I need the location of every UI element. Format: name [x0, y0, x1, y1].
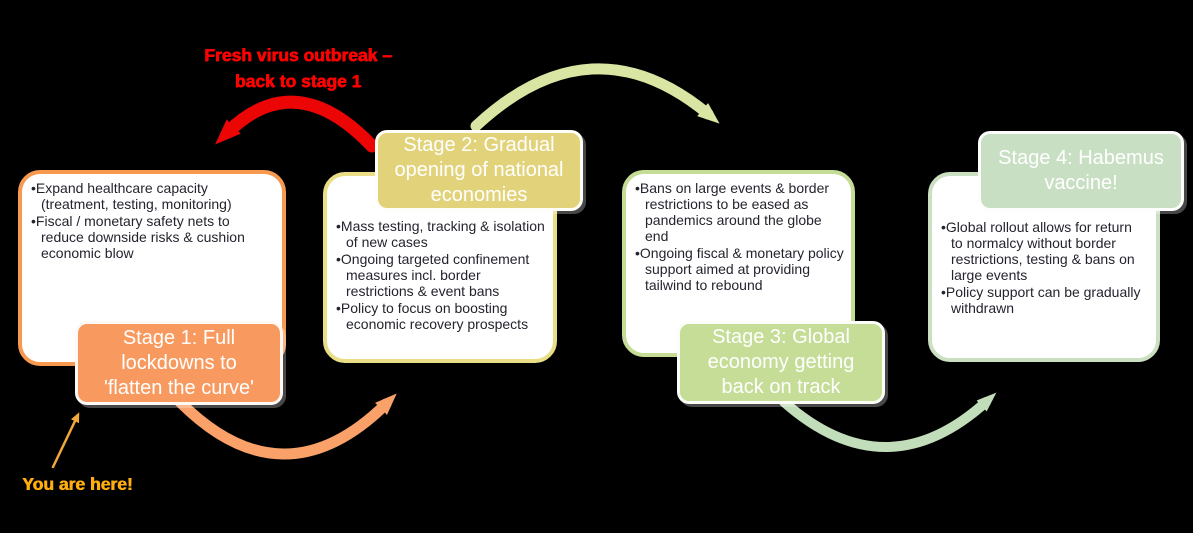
stage-2-badge-line: economies	[430, 184, 528, 206]
stage-4-bullet: Policy support can be gradually withdraw…	[941, 284, 1146, 317]
stage-2-badge-line: opening of national	[394, 159, 564, 181]
outbreak-note-line: back to stage 1	[234, 71, 362, 91]
outbreak-note: Fresh virus outbreak – back to stage 1	[182, 42, 414, 94]
stage-1-badge-line: lockdowns to	[121, 351, 237, 374]
stage-1-badge: Stage 1: Full lockdowns to 'flatten the …	[75, 321, 283, 405]
arrow-stage2-to-stage3	[470, 63, 720, 132]
stage-4-bullet: Global rollout allows for return to norm…	[941, 219, 1146, 284]
stage-4-badge-line: Stage 4: Habemus	[998, 147, 1164, 169]
stage-2-badge: Stage 2: Gradual opening of national eco…	[375, 130, 583, 211]
arrow-stage3-to-stage4	[779, 392, 997, 452]
stage-2-card: Mass testing, tracking & isolation of ne…	[323, 172, 557, 363]
stage-2-bullet: Mass testing, tracking & isolation of ne…	[336, 218, 549, 251]
stage-1-bullet-list: Expand healthcare capacity (treatment, t…	[22, 174, 282, 262]
stage-3-bullet: Bans on large events & border restrictio…	[635, 180, 845, 245]
stage-2-badge-line: Stage 2: Gradual	[403, 134, 555, 156]
stage-1-bullet: Fiscal / monetary safety nets to reduce …	[31, 213, 262, 262]
stage-1-badge-line: Stage 1: Full	[122, 326, 236, 349]
stage-3-bullet: Ongoing fiscal & monetary policy support…	[635, 245, 845, 294]
stage-3-badge-line: back on track	[721, 376, 841, 398]
stage-4-bullet-list: Global rollout allows for return to norm…	[932, 176, 1156, 317]
arrow-back-to-stage1	[215, 95, 379, 153]
stage-2-bullet: Ongoing targeted confinement measures in…	[336, 251, 549, 300]
stage-2-bullet: Policy to focus on boosting economic rec…	[336, 300, 549, 333]
stage-1-badge-line: 'flatten the curve'	[104, 376, 254, 399]
stage-4-badge: Stage 4: Habemus vaccine!	[978, 131, 1184, 211]
you-are-here-arrow	[51, 412, 80, 469]
arrow-stage1-to-stage2	[174, 393, 397, 460]
you-are-here-label: You are here!	[22, 474, 133, 494]
stage-1-bullet: Expand healthcare capacity (treatment, t…	[31, 180, 262, 213]
stage-3-bullet-list: Bans on large events & border restrictio…	[626, 174, 851, 294]
stage-2-bullet-list: Mass testing, tracking & isolation of ne…	[327, 176, 553, 333]
stage-3-badge-line: economy getting	[707, 351, 855, 373]
outbreak-note-line: Fresh virus outbreak –	[204, 45, 392, 65]
stage-3-badge: Stage 3: Global economy getting back on …	[677, 321, 885, 404]
stage-1-card: Expand healthcare capacity (treatment, t…	[18, 170, 286, 366]
stage-3-badge-line: Stage 3: Global	[712, 326, 850, 348]
stage-4-badge-line: vaccine!	[1044, 172, 1118, 194]
